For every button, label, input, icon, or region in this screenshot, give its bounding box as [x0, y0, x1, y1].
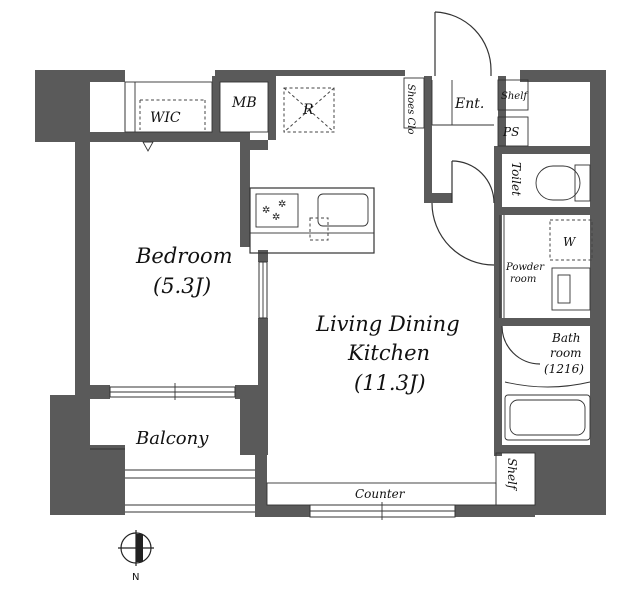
ldk-label-1: Living Dining — [315, 312, 460, 336]
shelf-bottom — [495, 452, 536, 506]
toilet-label: Toilet — [509, 162, 523, 196]
refrigerator-space — [283, 87, 335, 133]
bath-fixtures — [501, 325, 591, 441]
powder-room-label-2: room — [510, 274, 536, 285]
balcony-label: Balcony — [135, 428, 209, 449]
shelf-bottom-label: Shelf — [505, 458, 519, 492]
wic-closet — [124, 81, 213, 152]
compass-north-label: N — [132, 572, 139, 583]
bath-label-3: (1216) — [544, 362, 584, 376]
bedroom-window — [109, 383, 236, 400]
bath-label-2: room — [550, 346, 582, 360]
compass-icon: N — [118, 530, 154, 583]
svg-text:✲: ✲ — [272, 212, 280, 223]
bath-label-1: Bath — [551, 331, 581, 345]
mb-label: MB — [231, 95, 257, 111]
entrance-area — [403, 77, 529, 266]
ldk-size-label: (11.3J) — [354, 371, 426, 395]
powder-room-label-1: Powder — [505, 262, 545, 273]
room-labels: WIC MB R Shoes Clo Ent. Shelf PS Toilet … — [135, 84, 584, 501]
counter-window — [266, 482, 497, 520]
kitchen-counter: ✲ ✲ ✲ — [249, 187, 375, 254]
r-label: R — [302, 102, 314, 118]
powder-room-fixtures — [499, 215, 593, 318]
entrance-label: Ent. — [454, 96, 484, 112]
counter-label: Counter — [355, 487, 406, 501]
ldk-side-window — [258, 261, 268, 319]
washer-label: W — [563, 235, 577, 249]
svg-text:✲: ✲ — [278, 199, 286, 210]
stove-icon — [255, 193, 299, 228]
balcony-railing — [90, 448, 255, 513]
interior-walls — [80, 76, 590, 456]
shelf-top-label: Shelf — [501, 91, 529, 102]
toilet-fixture — [535, 164, 591, 202]
ps-label: PS — [502, 125, 519, 139]
shoes-closet-label: Shoes Clo — [405, 84, 416, 134]
entrance-door[interactable] — [434, 11, 492, 76]
svg-text:✲: ✲ — [262, 205, 270, 216]
wic-label: WIC — [150, 110, 181, 126]
wic-door-marker-icon — [142, 141, 154, 152]
bedroom-label: Bedroom — [135, 244, 233, 268]
ldk-label-2: Kitchen — [347, 341, 430, 365]
sink-icon — [317, 193, 369, 227]
bedroom-size-label: (5.3J) — [153, 274, 211, 298]
mb-space — [219, 81, 269, 133]
